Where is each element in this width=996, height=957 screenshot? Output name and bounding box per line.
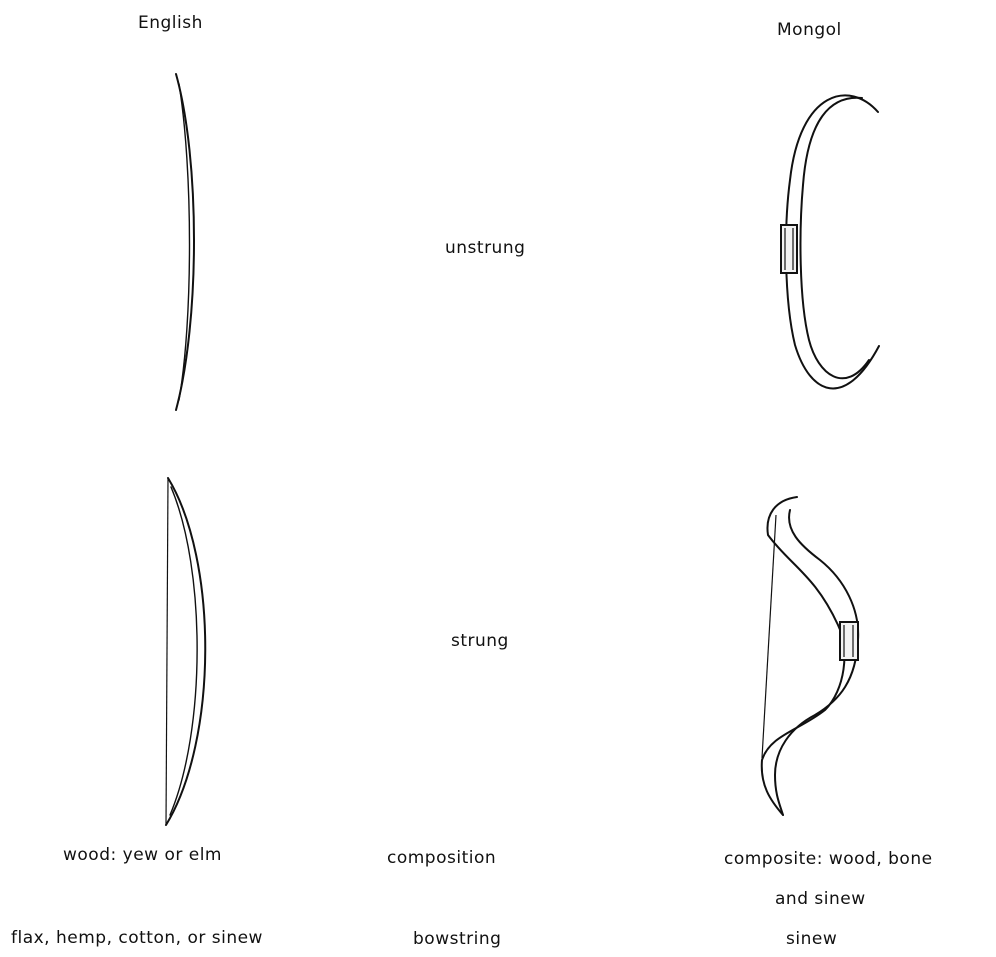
bowstring-mongol: sinew bbox=[786, 929, 837, 949]
mongol-bow-unstrung bbox=[781, 95, 879, 388]
english-bow-unstrung bbox=[176, 74, 194, 410]
bowstring-label: bowstring bbox=[413, 929, 501, 949]
composition-english: wood: yew or elm bbox=[63, 845, 222, 865]
english-bow-strung bbox=[166, 478, 205, 825]
english-bowstring bbox=[166, 478, 168, 825]
composition-mongol-line2: and sinew bbox=[775, 889, 866, 909]
composition-label: composition bbox=[387, 848, 496, 868]
mongol-bowstring bbox=[762, 515, 776, 758]
row-label-strung: strung bbox=[451, 631, 509, 651]
mongol-grip-unstrung bbox=[781, 225, 797, 273]
mongol-grip-strung bbox=[840, 622, 858, 660]
row-label-unstrung: unstrung bbox=[445, 238, 525, 258]
mongol-bow-strung bbox=[762, 497, 858, 815]
bowstring-english: flax, hemp, cotton, or sinew bbox=[11, 928, 263, 948]
composition-mongol-line1: composite: wood, bone bbox=[724, 849, 933, 869]
header-mongol: Mongol bbox=[777, 20, 842, 40]
header-english: English bbox=[138, 13, 203, 33]
